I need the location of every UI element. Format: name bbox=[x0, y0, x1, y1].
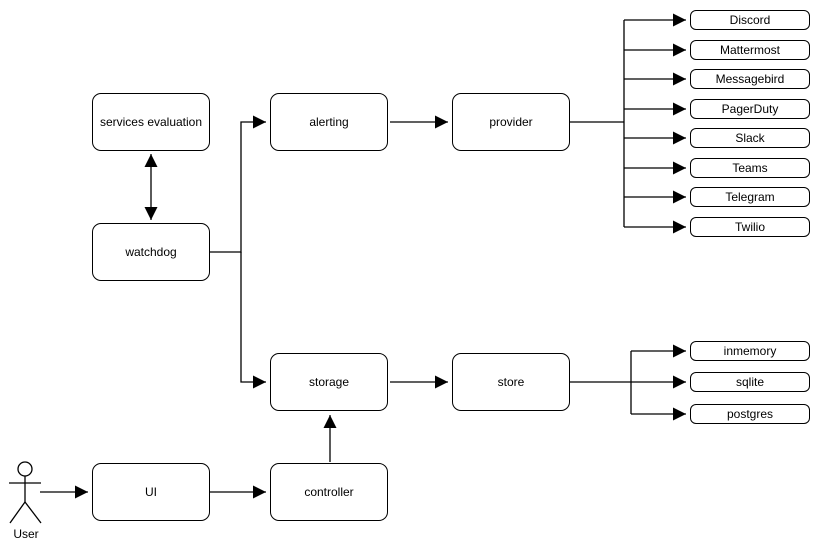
leaf-provider-telegram: Telegram bbox=[690, 187, 810, 207]
node-provider: provider bbox=[452, 93, 570, 151]
leaf-store-postgres: postgres bbox=[690, 404, 810, 424]
node-watchdog-label: watchdog bbox=[125, 244, 177, 259]
user-actor-label: User bbox=[13, 527, 39, 541]
leaf-label: Telegram bbox=[725, 190, 775, 204]
leaf-label: sqlite bbox=[735, 375, 764, 389]
node-ui: UI bbox=[92, 463, 210, 521]
node-storage: storage bbox=[270, 353, 388, 411]
node-storage-label: storage bbox=[308, 374, 350, 389]
node-services-evaluation: services evaluation bbox=[92, 93, 210, 151]
leaf-provider-pagerduty: PagerDuty bbox=[690, 99, 810, 119]
node-alerting-label: alerting bbox=[309, 114, 349, 129]
node-controller-label: controller bbox=[304, 484, 354, 499]
leaf-provider-twilio: Twilio bbox=[690, 217, 810, 237]
node-alerting: alerting bbox=[270, 93, 388, 151]
edge-watchdog-storage bbox=[240, 252, 266, 389]
edge-watchdog-alerting bbox=[210, 115, 266, 253]
leaf-provider-slack: Slack bbox=[690, 128, 810, 148]
node-store: store bbox=[452, 353, 570, 411]
leaf-provider-messagebird: Messagebird bbox=[690, 69, 810, 89]
leaf-label: postgres bbox=[726, 407, 774, 421]
node-controller: controller bbox=[270, 463, 388, 521]
user-actor-icon bbox=[9, 461, 42, 524]
leaf-label: Messagebird bbox=[715, 72, 785, 86]
leaf-store-inmemory: inmemory bbox=[690, 341, 810, 361]
leaf-label: Discord bbox=[729, 13, 771, 27]
node-watchdog: watchdog bbox=[92, 223, 210, 281]
leaf-provider-teams: Teams bbox=[690, 158, 810, 178]
leaf-label: Mattermost bbox=[719, 43, 780, 57]
node-store-label: store bbox=[497, 374, 525, 389]
leaf-label: Teams bbox=[732, 161, 768, 175]
node-services-evaluation-label: services evaluation bbox=[99, 114, 203, 129]
leaf-provider-discord: Discord bbox=[690, 10, 810, 30]
leaf-provider-mattermost: Mattermost bbox=[690, 40, 810, 60]
node-provider-label: provider bbox=[489, 114, 533, 129]
leaf-label: Twilio bbox=[734, 220, 765, 234]
leaf-label: Slack bbox=[735, 131, 765, 145]
node-ui-label: UI bbox=[145, 484, 157, 499]
leaf-label: inmemory bbox=[723, 344, 777, 358]
leaf-store-sqlite: sqlite bbox=[690, 372, 810, 392]
leaf-label: PagerDuty bbox=[721, 102, 779, 116]
